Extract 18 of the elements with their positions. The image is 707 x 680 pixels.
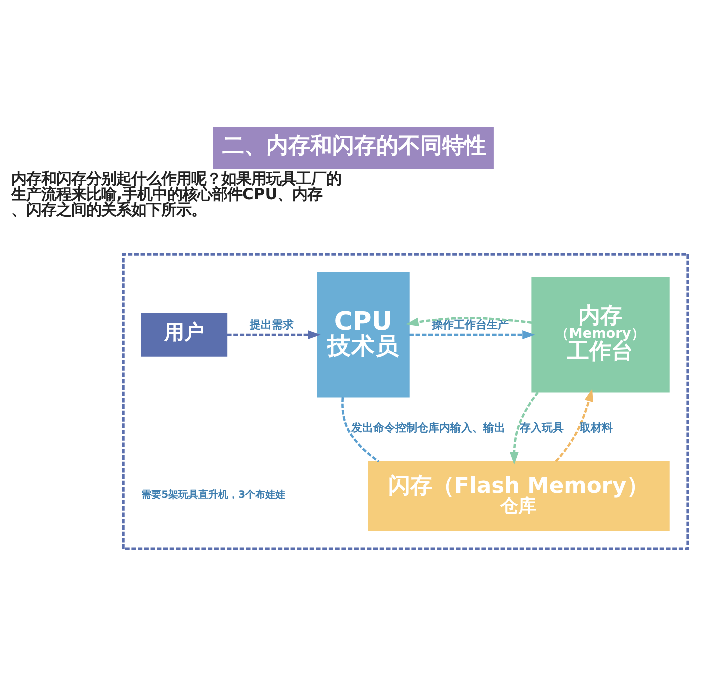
label: 需要5架玩具直升机，3个布娃娃: [142, 490, 286, 501]
label: 内存和闪存分别起什么作用呢？如果用玩具工厂的生产流程来比喻,手机中的核心部件CPU、内存、闪存之间的关系如下所示。: [12, 170, 342, 220]
edge-label: 存入玩具: [520, 421, 564, 434]
connector: [342, 397, 380, 463]
edge-label: 发出命令控制仓库内输入、输出: [352, 421, 506, 434]
arrow: [227, 330, 321, 340]
arrow: [555, 388, 594, 462]
arrow: [410, 330, 536, 340]
edge-label: 提出需求: [250, 318, 294, 332]
arrow: [406, 316, 532, 327]
node-box: 闪存（Flash Memory） 仓库: [368, 461, 670, 532]
arrow: [510, 392, 540, 466]
diagram-title: 二、内存和闪存的不同特性: [222, 134, 487, 159]
node-box: 用户: [141, 313, 228, 357]
cluster: [122, 253, 690, 550]
node-box: CPU 技术员: [317, 272, 410, 398]
edge-label: 取材料: [580, 421, 613, 434]
node-box: 内存 （Memory） 工作台: [532, 277, 670, 393]
